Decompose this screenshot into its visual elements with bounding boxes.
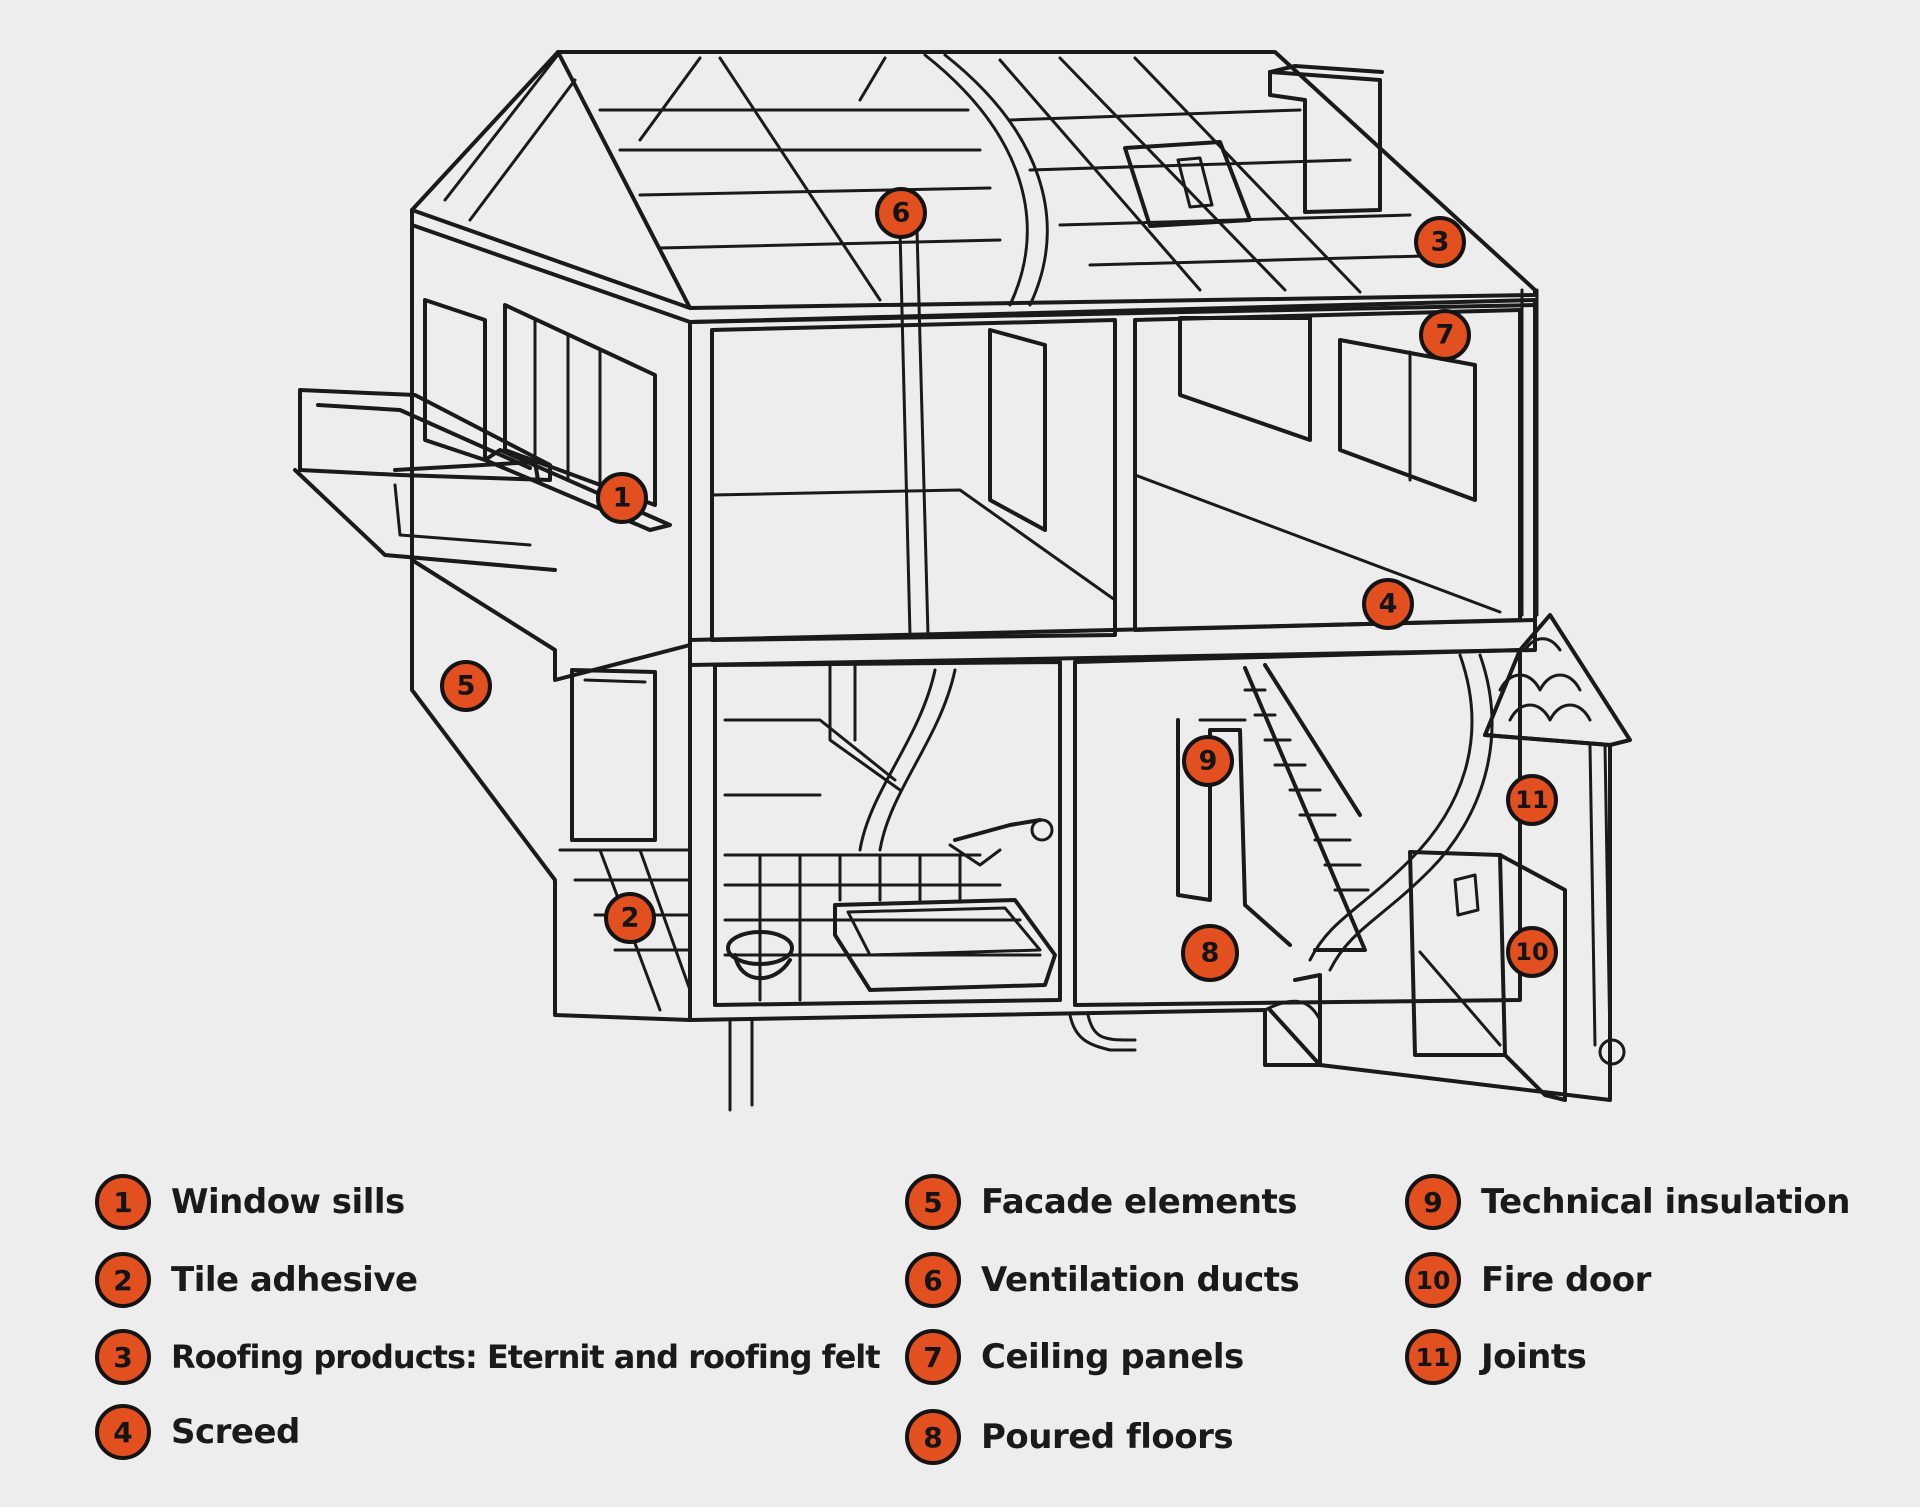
marker-1: 1 <box>596 472 648 524</box>
legend-item-5: 5 Facade elements <box>905 1170 1297 1234</box>
legend-badge: 10 <box>1405 1252 1461 1308</box>
legend-label: Facade elements <box>981 1182 1297 1222</box>
legend-badge: 11 <box>1405 1329 1461 1385</box>
legend-label: Ventilation ducts <box>981 1260 1300 1300</box>
legend-badge: 6 <box>905 1252 961 1308</box>
legend-badge: 1 <box>95 1174 151 1230</box>
svg-text:9: 9 <box>1199 746 1218 777</box>
upper-floor <box>410 208 1537 682</box>
legend-item-7: 7 Ceiling panels <box>905 1325 1244 1389</box>
svg-text:1: 1 <box>613 483 632 514</box>
house-cutaway-diagram: 1 2 3 4 5 6 7 8 9 10 11 <box>293 50 1632 1112</box>
legend-item-9: 9 Technical insulation <box>1405 1170 1850 1234</box>
legend-label: Technical insulation <box>1481 1182 1850 1222</box>
legend-label: Screed <box>171 1412 300 1452</box>
legend-item-2: 2 Tile adhesive <box>95 1248 418 1312</box>
roof <box>410 50 1537 324</box>
legend-label: Fire door <box>1481 1260 1651 1300</box>
annex <box>1268 288 1632 1102</box>
legend-badge: 4 <box>95 1404 151 1460</box>
svg-text:3: 3 <box>1431 227 1450 258</box>
legend-label: Tile adhesive <box>171 1260 418 1300</box>
legend-item-6: 6 Ventilation ducts <box>905 1248 1300 1312</box>
legend-item-10: 10 Fire door <box>1405 1248 1651 1312</box>
marker-5: 5 <box>440 660 492 712</box>
svg-text:4: 4 <box>1379 589 1398 620</box>
marker-10: 10 <box>1506 926 1558 978</box>
marker-6: 6 <box>875 187 927 239</box>
marker-8: 8 <box>1181 924 1239 982</box>
legend-label: Poured floors <box>981 1417 1234 1457</box>
legend-item-8: 8 Poured floors <box>905 1405 1234 1469</box>
legend-item-4: 4 Screed <box>95 1400 300 1464</box>
floor-slab <box>688 618 1537 667</box>
legend-label: Joints <box>1481 1337 1587 1377</box>
marker-7: 7 <box>1419 309 1471 361</box>
svg-text:2: 2 <box>621 903 640 934</box>
marker-3: 3 <box>1414 216 1466 268</box>
legend-badge: 3 <box>95 1329 151 1385</box>
svg-text:7: 7 <box>1436 320 1455 351</box>
legend-item-1: 1 Window sills <box>95 1170 405 1234</box>
svg-text:10: 10 <box>1515 938 1548 966</box>
svg-text:5: 5 <box>457 671 476 702</box>
legend-badge: 8 <box>905 1409 961 1465</box>
legend-label: Window sills <box>171 1182 405 1222</box>
legend: 1 Window sills 2 Tile adhesive 3 Roofing… <box>0 1160 1920 1500</box>
legend-item-11: 11 Joints <box>1405 1325 1587 1389</box>
legend-label: Ceiling panels <box>981 1337 1244 1377</box>
balcony <box>293 388 557 572</box>
markers: 1 2 3 4 5 6 7 8 9 10 11 <box>440 187 1558 982</box>
svg-text:8: 8 <box>1201 938 1220 969</box>
legend-badge: 2 <box>95 1252 151 1308</box>
legend-label: Roofing products: Eternit and roofing fe… <box>171 1338 881 1376</box>
svg-text:11: 11 <box>1515 786 1548 814</box>
marker-2: 2 <box>604 892 656 944</box>
marker-4: 4 <box>1362 578 1414 630</box>
legend-badge: 5 <box>905 1174 961 1230</box>
svg-text:6: 6 <box>892 198 911 229</box>
legend-badge: 7 <box>905 1329 961 1385</box>
marker-9: 9 <box>1182 735 1234 787</box>
marker-11: 11 <box>1506 774 1558 826</box>
legend-item-3: 3 Roofing products: Eternit and roofing … <box>95 1325 881 1389</box>
foundation-pipes <box>728 999 1322 1112</box>
legend-badge: 9 <box>1405 1174 1461 1230</box>
